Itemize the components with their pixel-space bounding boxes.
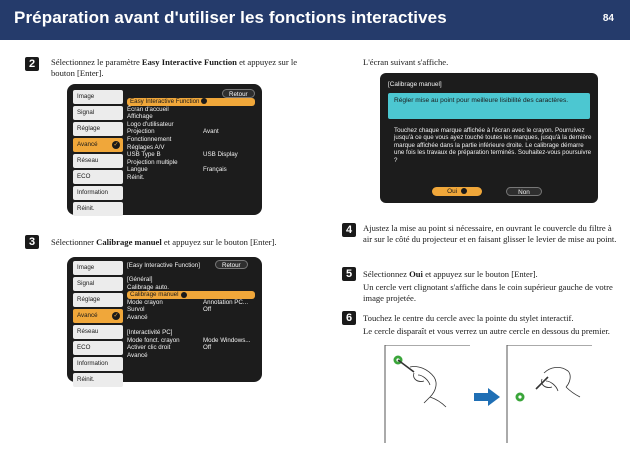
sidebar-item-5[interactable]: ECO xyxy=(73,341,123,355)
step-3-text: Sélectionner Calibrage manuel et appuyez… xyxy=(51,237,277,247)
step-5-note: Un cercle vert clignotant s'affiche dans… xyxy=(363,282,613,303)
menu-item[interactable]: Calibrage auto. xyxy=(127,283,169,291)
sidebar-item-4[interactable]: Réseau xyxy=(73,154,123,168)
retour-button[interactable]: Retour xyxy=(222,89,255,98)
step-4-number: 4 xyxy=(342,223,356,237)
step-6-text: Touchez le centre du cercle avec la poin… xyxy=(363,313,574,323)
sidebar-item-1[interactable]: Signal xyxy=(73,106,123,120)
sidebar-item-6[interactable]: Information xyxy=(73,186,123,200)
sidebar-item-0[interactable]: Image xyxy=(73,261,123,275)
sidebar-item-0[interactable]: Image xyxy=(73,90,123,104)
check-icon: ✓ xyxy=(112,141,120,149)
step-2-number: 2 xyxy=(25,57,39,71)
arrow-right-icon xyxy=(474,388,500,406)
no-button[interactable]: Non xyxy=(506,187,542,196)
menu-item[interactable]: Avancé xyxy=(127,314,148,321)
page-number: 84 xyxy=(602,13,614,24)
yes-button[interactable]: Oui xyxy=(432,187,482,196)
retour-button[interactable]: Retour xyxy=(215,260,248,269)
page-header: Préparation avant d'utiliser les fonctio… xyxy=(0,0,630,40)
check-icon xyxy=(460,188,467,195)
menu-item[interactable]: Réinit. xyxy=(127,174,145,181)
sidebar-item-4[interactable]: Réseau xyxy=(73,325,123,339)
step-6-number: 6 xyxy=(342,311,356,325)
sidebar-item-2[interactable]: Réglage xyxy=(73,293,123,307)
step-2-text: Sélectionnez le paramètre Easy Interacti… xyxy=(51,57,298,78)
step-3-number: 3 xyxy=(25,235,39,249)
menu-list: [Général]Calibrage auto.Calibrage manuel… xyxy=(127,276,257,366)
step-6-note: Le cercle disparaît et vous verrez un au… xyxy=(363,326,610,336)
menu-item[interactable]: Fonctionnement xyxy=(127,136,172,143)
menu-breadcrumb: [Easy Interactive Function] xyxy=(127,262,200,269)
sidebar-item-1[interactable]: Signal xyxy=(73,277,123,291)
dialog-title: [Calibrage manuel] xyxy=(388,81,442,88)
touch-second-circle-illustration xyxy=(506,345,592,443)
dialog-banner: Régler mise au point pour meilleure lisi… xyxy=(388,93,590,119)
menu-item[interactable]: [Interactivité PC] xyxy=(127,329,173,337)
sidebar-item-2[interactable]: Réglage xyxy=(73,122,123,136)
sidebar-item-3[interactable]: Avancé✓ xyxy=(73,309,123,323)
enter-icon xyxy=(180,291,187,298)
step-4-text: Ajustez la mise au point si nécessaire, … xyxy=(363,223,617,244)
sidebar-item-3[interactable]: Avancé✓ xyxy=(73,138,123,152)
step-5-text: Sélectionnez Oui et appuyez sur le bouto… xyxy=(363,269,538,279)
menu-item[interactable]: Réglages A/V xyxy=(127,143,165,151)
menu-item[interactable]: Calibrage manuel xyxy=(127,291,255,299)
sidebar-item-7[interactable]: Réinit. xyxy=(73,202,123,216)
sidebar-item-5[interactable]: ECO xyxy=(73,170,123,184)
menu-item[interactable]: Affichage xyxy=(127,113,153,121)
page-title: Préparation avant d'utiliser les fonctio… xyxy=(14,8,447,27)
calibration-dialog-screenshot: [Calibrage manuel] Régler mise au point … xyxy=(380,73,598,203)
step-5-number: 5 xyxy=(342,267,356,281)
menu-item[interactable]: Projection multiple xyxy=(127,158,178,166)
touch-first-circle-illustration xyxy=(384,345,470,443)
sidebar-item-7[interactable]: Réinit. xyxy=(73,373,123,387)
menu-item[interactable]: [Général] xyxy=(127,276,153,283)
pen-icon xyxy=(397,359,415,373)
sidebar-item-6[interactable]: Information xyxy=(73,357,123,371)
hand-icon xyxy=(409,366,437,404)
menu-item[interactable]: Avancé xyxy=(127,352,148,359)
menu-item[interactable]: Écran d'accueil xyxy=(127,105,169,113)
enter-icon xyxy=(201,98,208,105)
screen-note: L'écran suivant s'affiche. xyxy=(363,57,449,67)
hand-icon xyxy=(541,367,571,392)
menu-item[interactable]: Logo d'utilisateur xyxy=(127,120,174,128)
menu-item[interactable]: Easy Interactive Function xyxy=(127,98,255,106)
check-icon: ✓ xyxy=(112,312,120,320)
dialog-body: Touchez chaque marque affichée à l'écran… xyxy=(394,127,592,164)
